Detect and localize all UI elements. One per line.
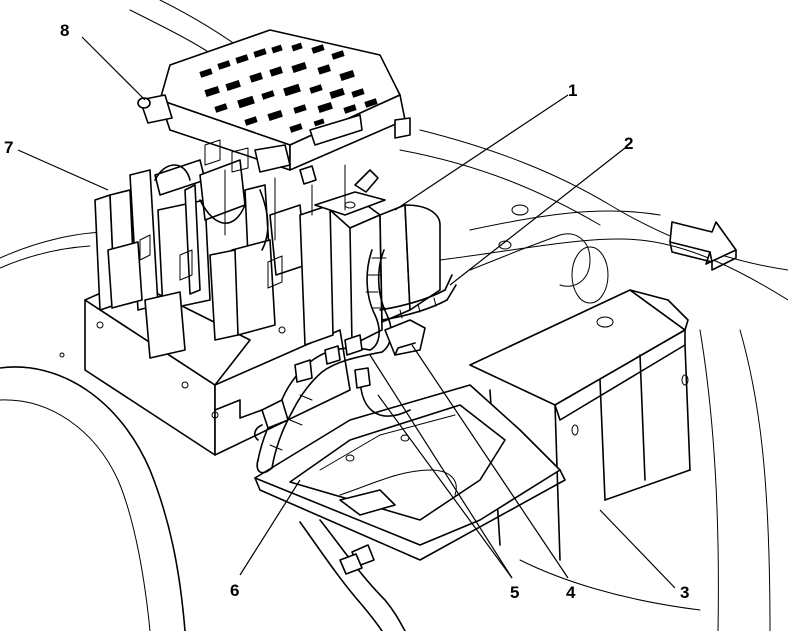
callout-7: 7	[4, 138, 13, 157]
fuse-block-housing	[59, 159, 441, 456]
lower-cable	[299, 519, 406, 631]
callout-3: 3	[680, 583, 689, 602]
fuse-relay-center	[137, 29, 411, 241]
callout-2: 2	[624, 134, 633, 153]
wire-harness	[253, 249, 457, 474]
leader-lines	[17, 36, 676, 589]
callout-4: 4	[566, 583, 576, 602]
callout-labels: 8 7 1 2 3 4 5 6	[4, 21, 689, 602]
fuse-pattern	[199, 42, 378, 133]
callout-8: 8	[60, 21, 69, 40]
callout-5: 5	[510, 583, 519, 602]
callout-6: 6	[230, 581, 239, 600]
support-bracket	[469, 289, 691, 561]
callout-1: 1	[568, 81, 577, 100]
forward-arrow-icon	[669, 221, 737, 271]
battery-tray	[254, 384, 566, 561]
